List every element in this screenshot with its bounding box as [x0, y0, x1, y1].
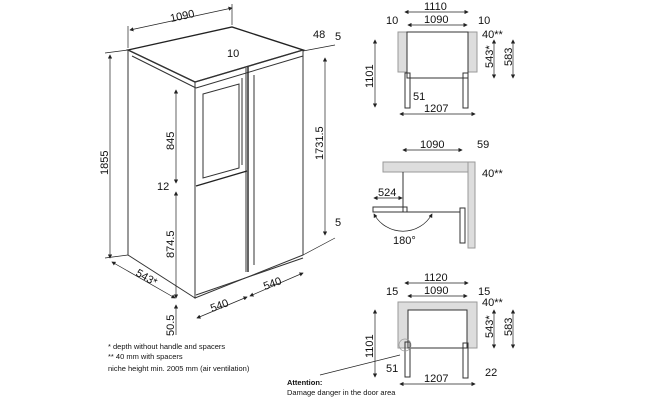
fridge-isometric	[125, 26, 306, 299]
dimension-label: 59	[477, 139, 489, 151]
dimension-label: 22	[485, 367, 497, 379]
dimension-label: 1101	[364, 334, 376, 358]
dimension-label: 1731.5	[314, 126, 326, 160]
dimension-label: 50.5	[165, 315, 177, 336]
dimension-label: 1120	[424, 272, 448, 284]
dimension-label: 583	[503, 318, 515, 336]
dimension-label: 15	[386, 286, 398, 298]
dimension-label: 524	[378, 187, 396, 199]
dimension-label: 543*	[134, 267, 160, 289]
fridge-front	[194, 49, 304, 299]
dimension-label: 15	[478, 286, 490, 298]
fridge-top	[125, 26, 306, 83]
door-divider	[195, 170, 248, 187]
dimension-label: 874.5	[165, 230, 177, 258]
attention-title: Attention:	[287, 378, 322, 387]
dimension-label: 543*	[484, 45, 496, 68]
dimension-label: 10	[478, 15, 490, 27]
dimension-label: 540	[209, 297, 230, 315]
dimension-label: 1207	[424, 373, 448, 385]
dimension-label: 543*	[484, 315, 496, 338]
fridge-side	[127, 49, 196, 299]
note-depth: * depth without handle and spacers	[108, 342, 225, 351]
dimension-label: 1090	[169, 8, 195, 25]
dimension-label: 5	[335, 31, 341, 43]
dimension-label: 40**	[482, 297, 504, 309]
plan-view-top: 1110 1090 10 10 40** 543* 583 1101 51 12…	[364, 1, 516, 117]
plan-view-door-opening: 1090 59 40** 524 180°	[372, 139, 504, 249]
dimension-label: 40**	[482, 29, 504, 41]
dimension-label: 1090	[424, 14, 448, 26]
dimension-label: 1855	[99, 151, 111, 175]
dimension-label: 1090	[424, 285, 448, 297]
iso-dimensions: 1090 1855 845 12 874.5 50.5 1731.5 48 5 …	[99, 4, 341, 336]
dimension-label: 51	[386, 363, 398, 375]
note-niche: niche height min. 2005 mm (air ventilati…	[108, 364, 250, 373]
dimension-label: 180°	[393, 235, 416, 247]
dimension-label: 12	[157, 181, 169, 193]
dimension-label: 1110	[424, 1, 447, 13]
attention-text: Damage danger in the door area	[287, 388, 396, 397]
dimension-label: 845	[165, 132, 177, 150]
dimension-label: 540	[262, 275, 283, 293]
dimension-label: 583	[503, 48, 515, 66]
dimension-label: 48	[313, 29, 325, 41]
dimension-label: 1207	[424, 103, 448, 115]
dimension-label: 51	[413, 91, 425, 103]
glass-window	[202, 83, 240, 179]
dimension-label: 10	[386, 15, 398, 27]
dimension-label: 10	[227, 48, 239, 60]
dimension-label: 40**	[482, 168, 504, 180]
plan-view-bottom: 1120 1090 15 15 40** 543* 583 1101 51 12…	[364, 272, 516, 387]
dimension-label: 1101	[364, 64, 376, 88]
dimension-label: 5	[335, 217, 341, 229]
note-spacers: ** 40 mm with spacers	[108, 352, 183, 361]
dimension-label: 1090	[420, 139, 444, 151]
